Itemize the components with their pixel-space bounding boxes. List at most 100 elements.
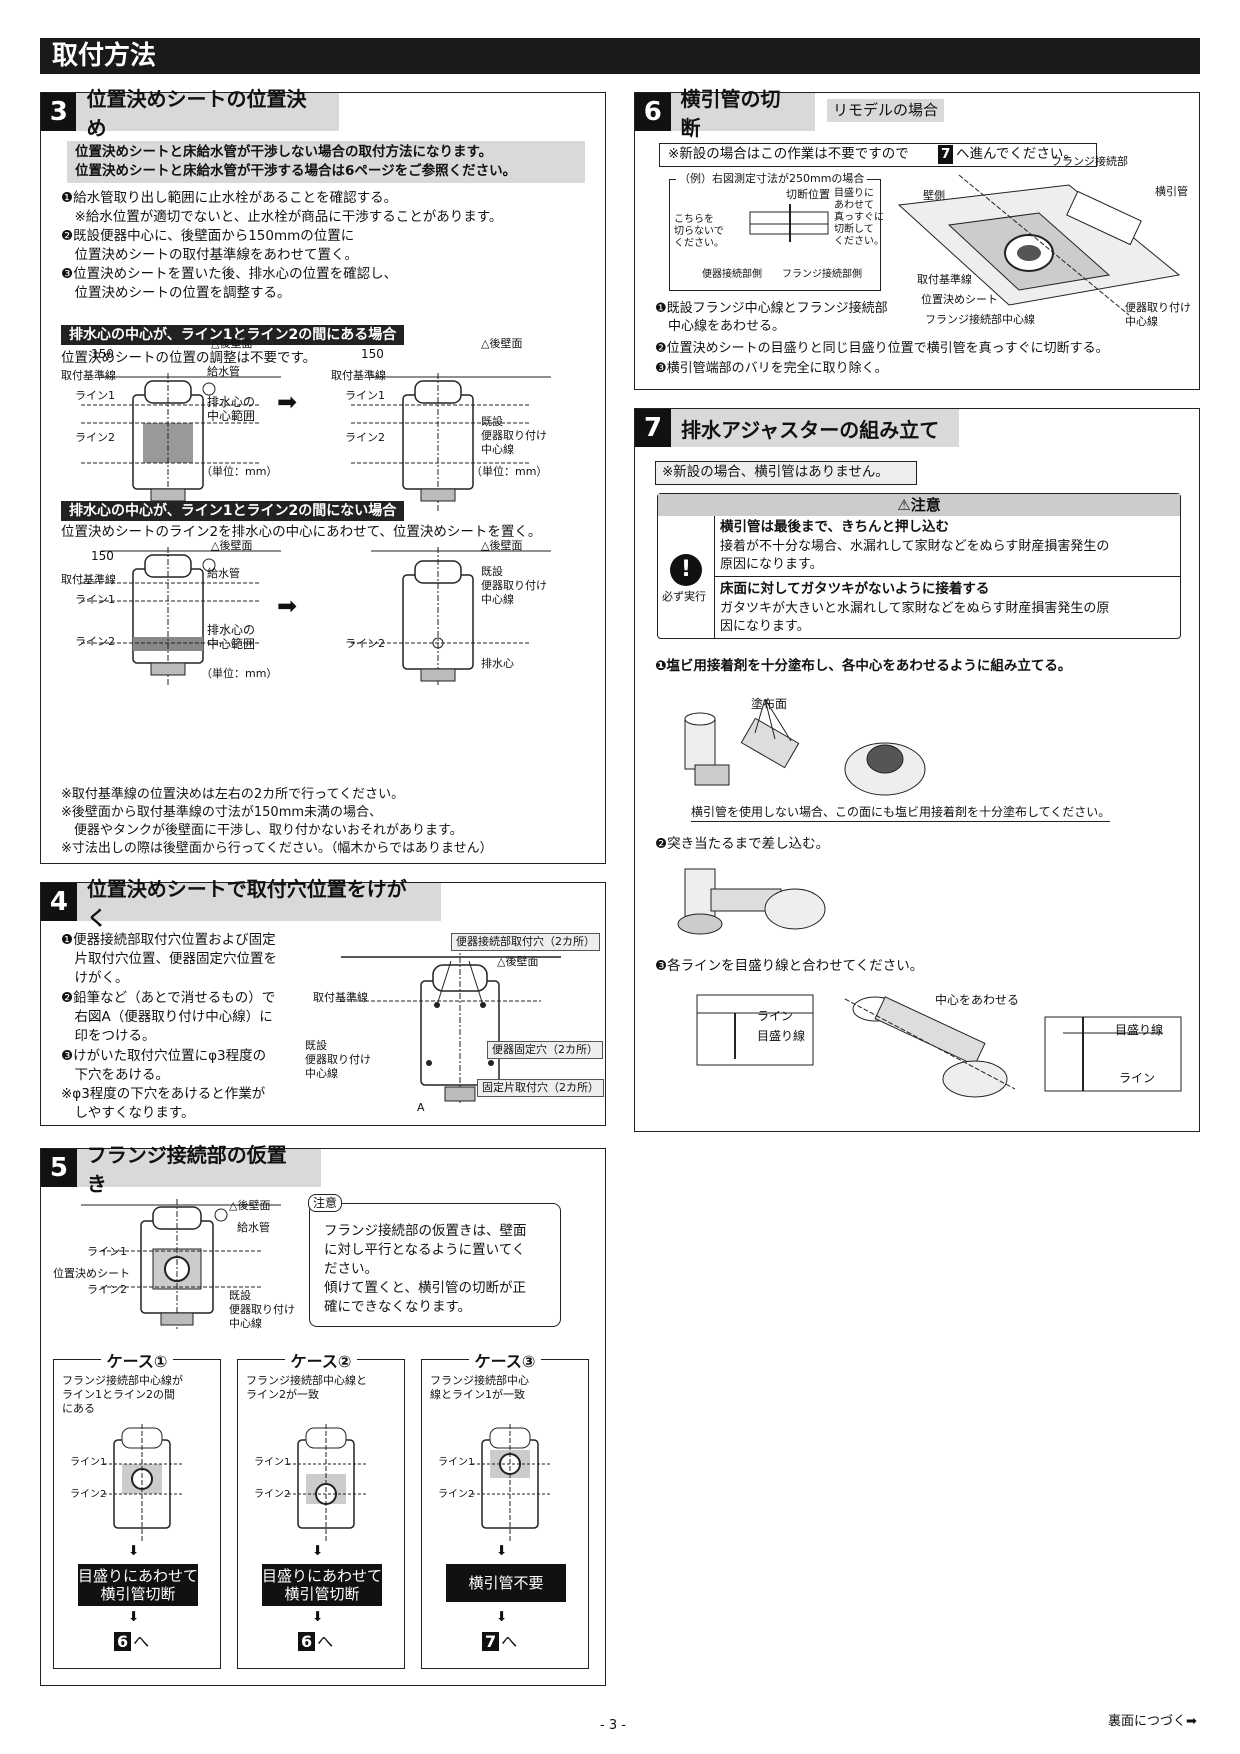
caution-tag: 注意 bbox=[308, 1194, 343, 1212]
caution-1-text: 接着が不十分な場合、水漏れして家財などをぬらす財産損害発生の bbox=[720, 539, 1110, 554]
scale-line-label: 目盛り線 bbox=[1115, 1023, 1164, 1037]
toilet-side-label: 便器接続部側 bbox=[702, 269, 762, 280]
case-desc: フランジ接続部中心 線とライン1が一致 bbox=[430, 1374, 529, 1401]
diagram-case-a-before bbox=[81, 373, 281, 511]
step-text: ❶既設フランジ中心線とフランジ接続部 bbox=[655, 301, 888, 316]
section-4: 4 位置決めシートで取付穴位置をけがく ❶便器接続部取付穴位置および固定 片取付… bbox=[40, 877, 606, 1126]
caution-box: 注意 フランジ接続部の仮置きは、壁面 に対し平行となるように置いてく ださい。 … bbox=[308, 1194, 561, 1327]
point-a-label: A bbox=[417, 1101, 425, 1114]
drain-range-label: 排水心の 中心範囲 bbox=[207, 395, 256, 423]
arrow-down-icon: ⬇ bbox=[496, 1543, 508, 1559]
ref-line-label: 取付基準線 bbox=[331, 369, 386, 382]
case-2: ケース② フランジ接続部中心線と ライン2が一致 ライン1 ライン2 ⬇ 目盛り… bbox=[237, 1352, 405, 1669]
section-title: 位置決めシートの位置決め bbox=[86, 87, 307, 140]
case-action: 目盛りにあわせて 横引管切断 bbox=[78, 1564, 198, 1606]
step-text: 右図A（便器取り付け中心線）に bbox=[61, 1009, 273, 1025]
diagram-case-b-after bbox=[351, 547, 551, 685]
diagram-case-a-after bbox=[351, 373, 551, 511]
case-diagram bbox=[104, 1424, 184, 1542]
footnote: ※後壁面から取付基準線の寸法が150mm未満の場合、 bbox=[61, 805, 383, 820]
line2-label: ライン2 bbox=[75, 431, 115, 444]
cut-position-label: 切断位置 bbox=[786, 188, 830, 201]
unit-label: （単位：mm） bbox=[201, 465, 278, 478]
section-7-note: ※新設の場合、横引管はありません。 bbox=[655, 461, 917, 485]
section-number: 4 bbox=[41, 883, 77, 921]
existing-center-label: 既設 便器取り付け 中心線 bbox=[481, 565, 547, 606]
diagram-marking-holes bbox=[341, 945, 561, 1103]
line2-label: ライン2 bbox=[254, 1489, 291, 1500]
water-pipe-label: 給水管 bbox=[207, 365, 240, 378]
section-title: 横引管の切断 bbox=[680, 87, 781, 140]
arrow-down-icon: ⬇ bbox=[128, 1543, 140, 1559]
line2-label: ライン2 bbox=[345, 431, 385, 444]
case-title: ケース① bbox=[100, 1352, 174, 1371]
caution-2-text: 因になります。 bbox=[720, 619, 810, 634]
line1-label: ライン1 bbox=[75, 389, 115, 402]
section-6: 6 横引管の切断 リモデルの場合 ※新設の場合はこの作業は不要ですので 7 へ進… bbox=[634, 87, 1200, 390]
section-subtitle: リモデルの場合 bbox=[827, 99, 945, 122]
left-hint: こちらを 切らないで ください。 bbox=[674, 214, 724, 249]
step-text: ❸けがいた取付穴位置にφ3程度の bbox=[61, 1048, 267, 1064]
step-2-text: ❷突き当たるまで差し込む。 bbox=[655, 836, 830, 852]
caution-header: ⚠注意 bbox=[658, 494, 1180, 516]
existing-center-label: 既設 便器取り付け 中心線 bbox=[481, 415, 547, 456]
line1-label: ライン1 bbox=[254, 1457, 291, 1468]
ref-line-label: 取付基準線 bbox=[61, 369, 116, 382]
note-suffix: へ進んでください。 bbox=[956, 146, 1077, 162]
step-text: ❷既設便器中心に、後壁面から150mmの位置に bbox=[61, 228, 355, 244]
footnote: 便器やタンクが後壁面に干渉し、取り付かないおそれがあります。 bbox=[61, 823, 463, 838]
rear-wall-label: △後壁面 bbox=[211, 337, 253, 350]
section-title: 位置決めシートで取付穴位置をけがく bbox=[86, 877, 407, 930]
section-number: 5 bbox=[41, 1149, 77, 1187]
notice-box bbox=[67, 141, 585, 183]
line1-label: ライン1 bbox=[87, 1245, 127, 1258]
case-a-label: 排水心の中心が、ライン1とライン2の間にある場合 bbox=[61, 325, 405, 345]
dim-150: 150 bbox=[91, 347, 114, 361]
drain-center-label: 排水心 bbox=[481, 657, 514, 670]
diagram-parts bbox=[684, 699, 926, 796]
line1-label: ライン1 bbox=[345, 389, 385, 402]
line1-label: ライン1 bbox=[70, 1457, 107, 1468]
section-3: 3 位置決めシートの位置決め 位置決めシートと床給水管が干渉しない場合の取付方法… bbox=[40, 87, 606, 864]
case-a-text: 位置決めシートの位置の調整は不要です。 bbox=[61, 350, 317, 366]
step-text: ❶便器接続部取付穴位置および固定 bbox=[61, 932, 276, 948]
step-text: けがく。 bbox=[61, 970, 129, 986]
callout-toilet-connector-holes: 便器接続部取付穴（2カ所） bbox=[451, 933, 600, 951]
section-number: 3 bbox=[41, 93, 77, 131]
caution-text: ださい。 bbox=[324, 1261, 378, 1277]
step-text: 下穴をあける。 bbox=[61, 1067, 169, 1083]
continue-note: 裏面につづく➡ bbox=[1108, 1714, 1197, 1729]
step-text: ❷鉛筆など（あとで消せるもの）で bbox=[61, 990, 276, 1006]
step-number: 7 bbox=[938, 145, 954, 164]
rear-wall-label: △後壁面 bbox=[497, 955, 539, 968]
case-title: ケース② bbox=[284, 1352, 358, 1371]
notice-line-1: 位置決めシートと床給水管が干渉しない場合の取付方法になります。 bbox=[75, 144, 493, 160]
footnote: ※取付基準線の位置決めは左右の2カ所で行ってください。 bbox=[61, 787, 405, 802]
right-hint: 目盛りに あわせて 真っすぐに 切断して ください。 bbox=[834, 188, 884, 247]
dim-150: 150 bbox=[91, 549, 114, 563]
scale-diagram bbox=[749, 204, 829, 242]
line1-label: ライン1 bbox=[438, 1457, 475, 1468]
caution-header-text: ⚠注意 bbox=[897, 496, 941, 514]
case-b-label: 排水心の中心が、ライン1とライン2の間にない場合 bbox=[61, 501, 405, 521]
step-number: 6 bbox=[114, 1632, 132, 1651]
rear-wall-label: △後壁面 bbox=[211, 539, 253, 552]
caution-text: に対し平行となるように置いてく bbox=[324, 1242, 526, 1258]
line-label: ライン bbox=[757, 1009, 794, 1023]
water-pipe-label: 給水管 bbox=[237, 1221, 270, 1234]
step-text: しやすくなります。 bbox=[61, 1105, 195, 1121]
section-7: 7 排水アジャスターの組み立て ※新設の場合、横引管はありません。 ⚠注意 ! … bbox=[634, 408, 1200, 1132]
section-number: 6 bbox=[635, 93, 671, 131]
sheet-label: 位置決めシート bbox=[53, 1267, 130, 1280]
section-7-header: 7 排水アジャスターの組み立て bbox=[635, 409, 959, 447]
ref-line-label: 取付基準線 bbox=[313, 991, 368, 1004]
fig-label-toilet-center: 便器取り付け 中心線 bbox=[1125, 301, 1191, 328]
line2-label: ライン2 bbox=[70, 1489, 107, 1500]
case-3: ケース③ フランジ接続部中心 線とライン1が一致 ライン1 ライン2 ⬇ 横引管… bbox=[421, 1352, 589, 1669]
caution-text: フランジ接続部の仮置きは、壁面 bbox=[324, 1223, 527, 1239]
example-title: （例）右図測定寸法が250mmの場合 bbox=[676, 172, 868, 186]
line-label: ライン bbox=[1119, 1071, 1156, 1085]
line1-label: ライン1 bbox=[75, 593, 115, 606]
